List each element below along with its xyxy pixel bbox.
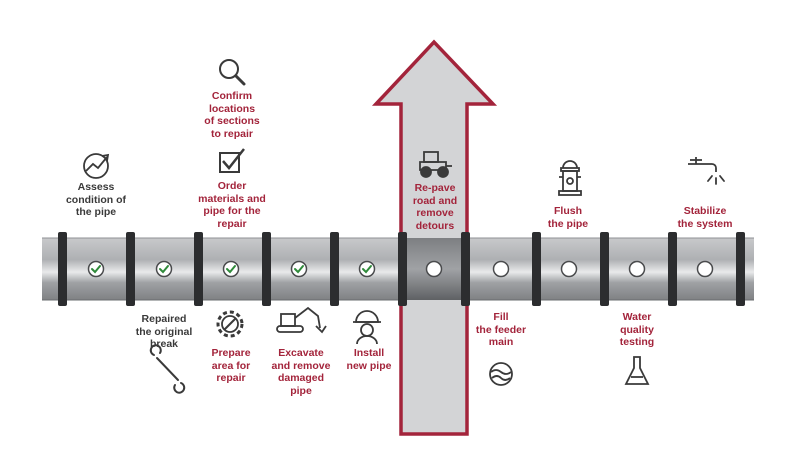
pipe-joint bbox=[398, 232, 407, 306]
step-marker bbox=[358, 260, 376, 278]
pipe-joint bbox=[736, 232, 745, 306]
step-label: Assess condition of the pipe bbox=[65, 181, 127, 218]
pipe-joint bbox=[262, 232, 271, 306]
checkbox-icon bbox=[219, 148, 245, 173]
step-label: Water quality testing bbox=[619, 311, 655, 348]
water-level-icon bbox=[489, 362, 513, 386]
excavator-icon bbox=[276, 306, 327, 334]
fire-hydrant-icon bbox=[558, 160, 582, 196]
step-label: Repaired the original break bbox=[135, 313, 193, 350]
pipe-joint bbox=[668, 232, 677, 306]
step-marker bbox=[290, 260, 308, 278]
worker-hardhat-icon bbox=[353, 310, 381, 345]
step-marker bbox=[87, 260, 105, 278]
pipe-joint bbox=[461, 232, 470, 306]
faucet-icon bbox=[688, 157, 725, 185]
pipe-joint bbox=[58, 232, 67, 306]
step-marker bbox=[560, 260, 578, 278]
step-label: Install new pipe bbox=[346, 347, 392, 372]
step-label: Fill the feeder main bbox=[475, 311, 527, 348]
gear-wrench-icon bbox=[216, 310, 244, 338]
step-marker bbox=[155, 260, 173, 278]
check-mark-icon bbox=[91, 265, 101, 274]
pipe-joint bbox=[532, 232, 541, 306]
step-marker bbox=[492, 260, 510, 278]
step-label: Re-pave road and remove detours bbox=[412, 182, 458, 232]
step-marker bbox=[222, 260, 240, 278]
step-label: Excavate and remove damaged pipe bbox=[271, 347, 331, 397]
step-marker bbox=[425, 260, 443, 278]
step-marker bbox=[696, 260, 714, 278]
check-mark-icon bbox=[294, 265, 304, 274]
check-mark-icon bbox=[159, 265, 169, 274]
pipe-joint bbox=[600, 232, 609, 306]
flask-icon bbox=[624, 356, 650, 385]
magnifier-icon bbox=[219, 59, 246, 86]
step-label: Prepare area for repair bbox=[211, 347, 251, 384]
step-label: Flush the pipe bbox=[547, 205, 589, 230]
step-label: Order materials and pipe for the repair bbox=[198, 180, 266, 230]
check-mark-icon bbox=[362, 265, 372, 274]
step-label: Confirm locations of sections to repair bbox=[204, 90, 260, 140]
wrench-icon bbox=[149, 344, 186, 394]
chart-trend-icon bbox=[83, 153, 110, 179]
pipe-joint bbox=[194, 232, 203, 306]
step-marker bbox=[628, 260, 646, 278]
pipe-joint bbox=[330, 232, 339, 306]
road-roller-icon bbox=[419, 151, 452, 178]
pipe-joint bbox=[126, 232, 135, 306]
check-mark-icon bbox=[226, 265, 236, 274]
step-label: Stabilize the system bbox=[677, 205, 733, 230]
